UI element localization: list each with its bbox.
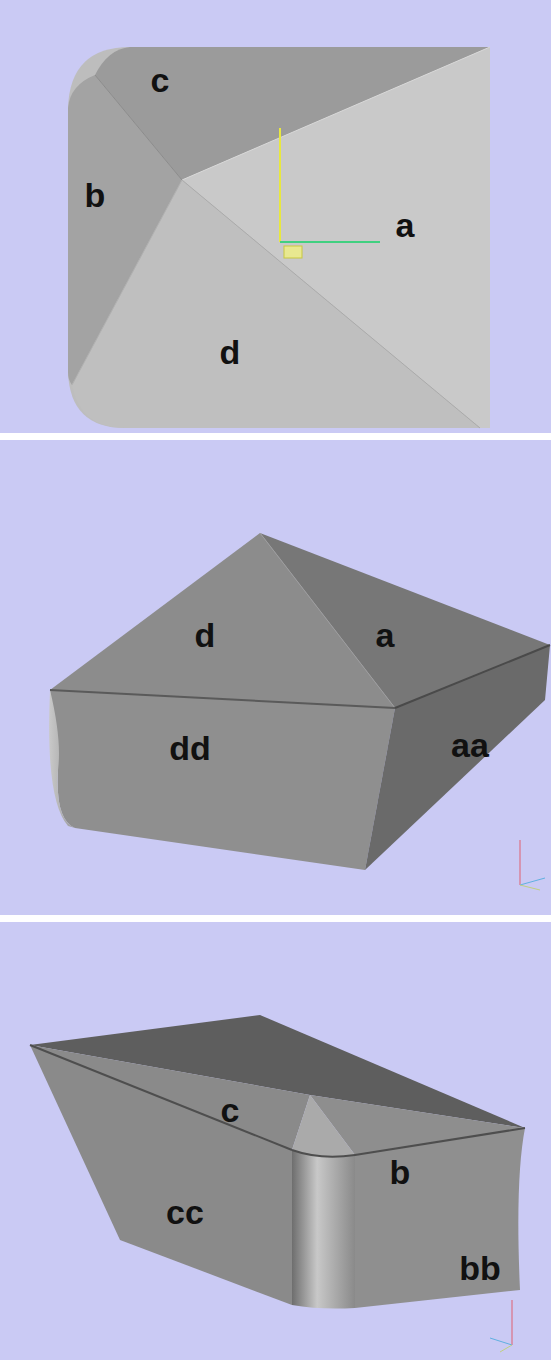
face-label: a xyxy=(396,208,415,242)
face-label: d xyxy=(220,335,241,369)
face-label: c xyxy=(151,63,170,97)
face-label: d xyxy=(195,618,216,652)
face-label: dd xyxy=(169,731,211,765)
face-label: cc xyxy=(166,1195,204,1229)
face-label: b xyxy=(390,1155,411,1189)
face-label: b xyxy=(85,178,106,212)
face-label: aa xyxy=(451,728,489,762)
face-label: bb xyxy=(459,1251,501,1285)
face-label: c xyxy=(221,1093,240,1127)
face-label: a xyxy=(376,618,395,652)
